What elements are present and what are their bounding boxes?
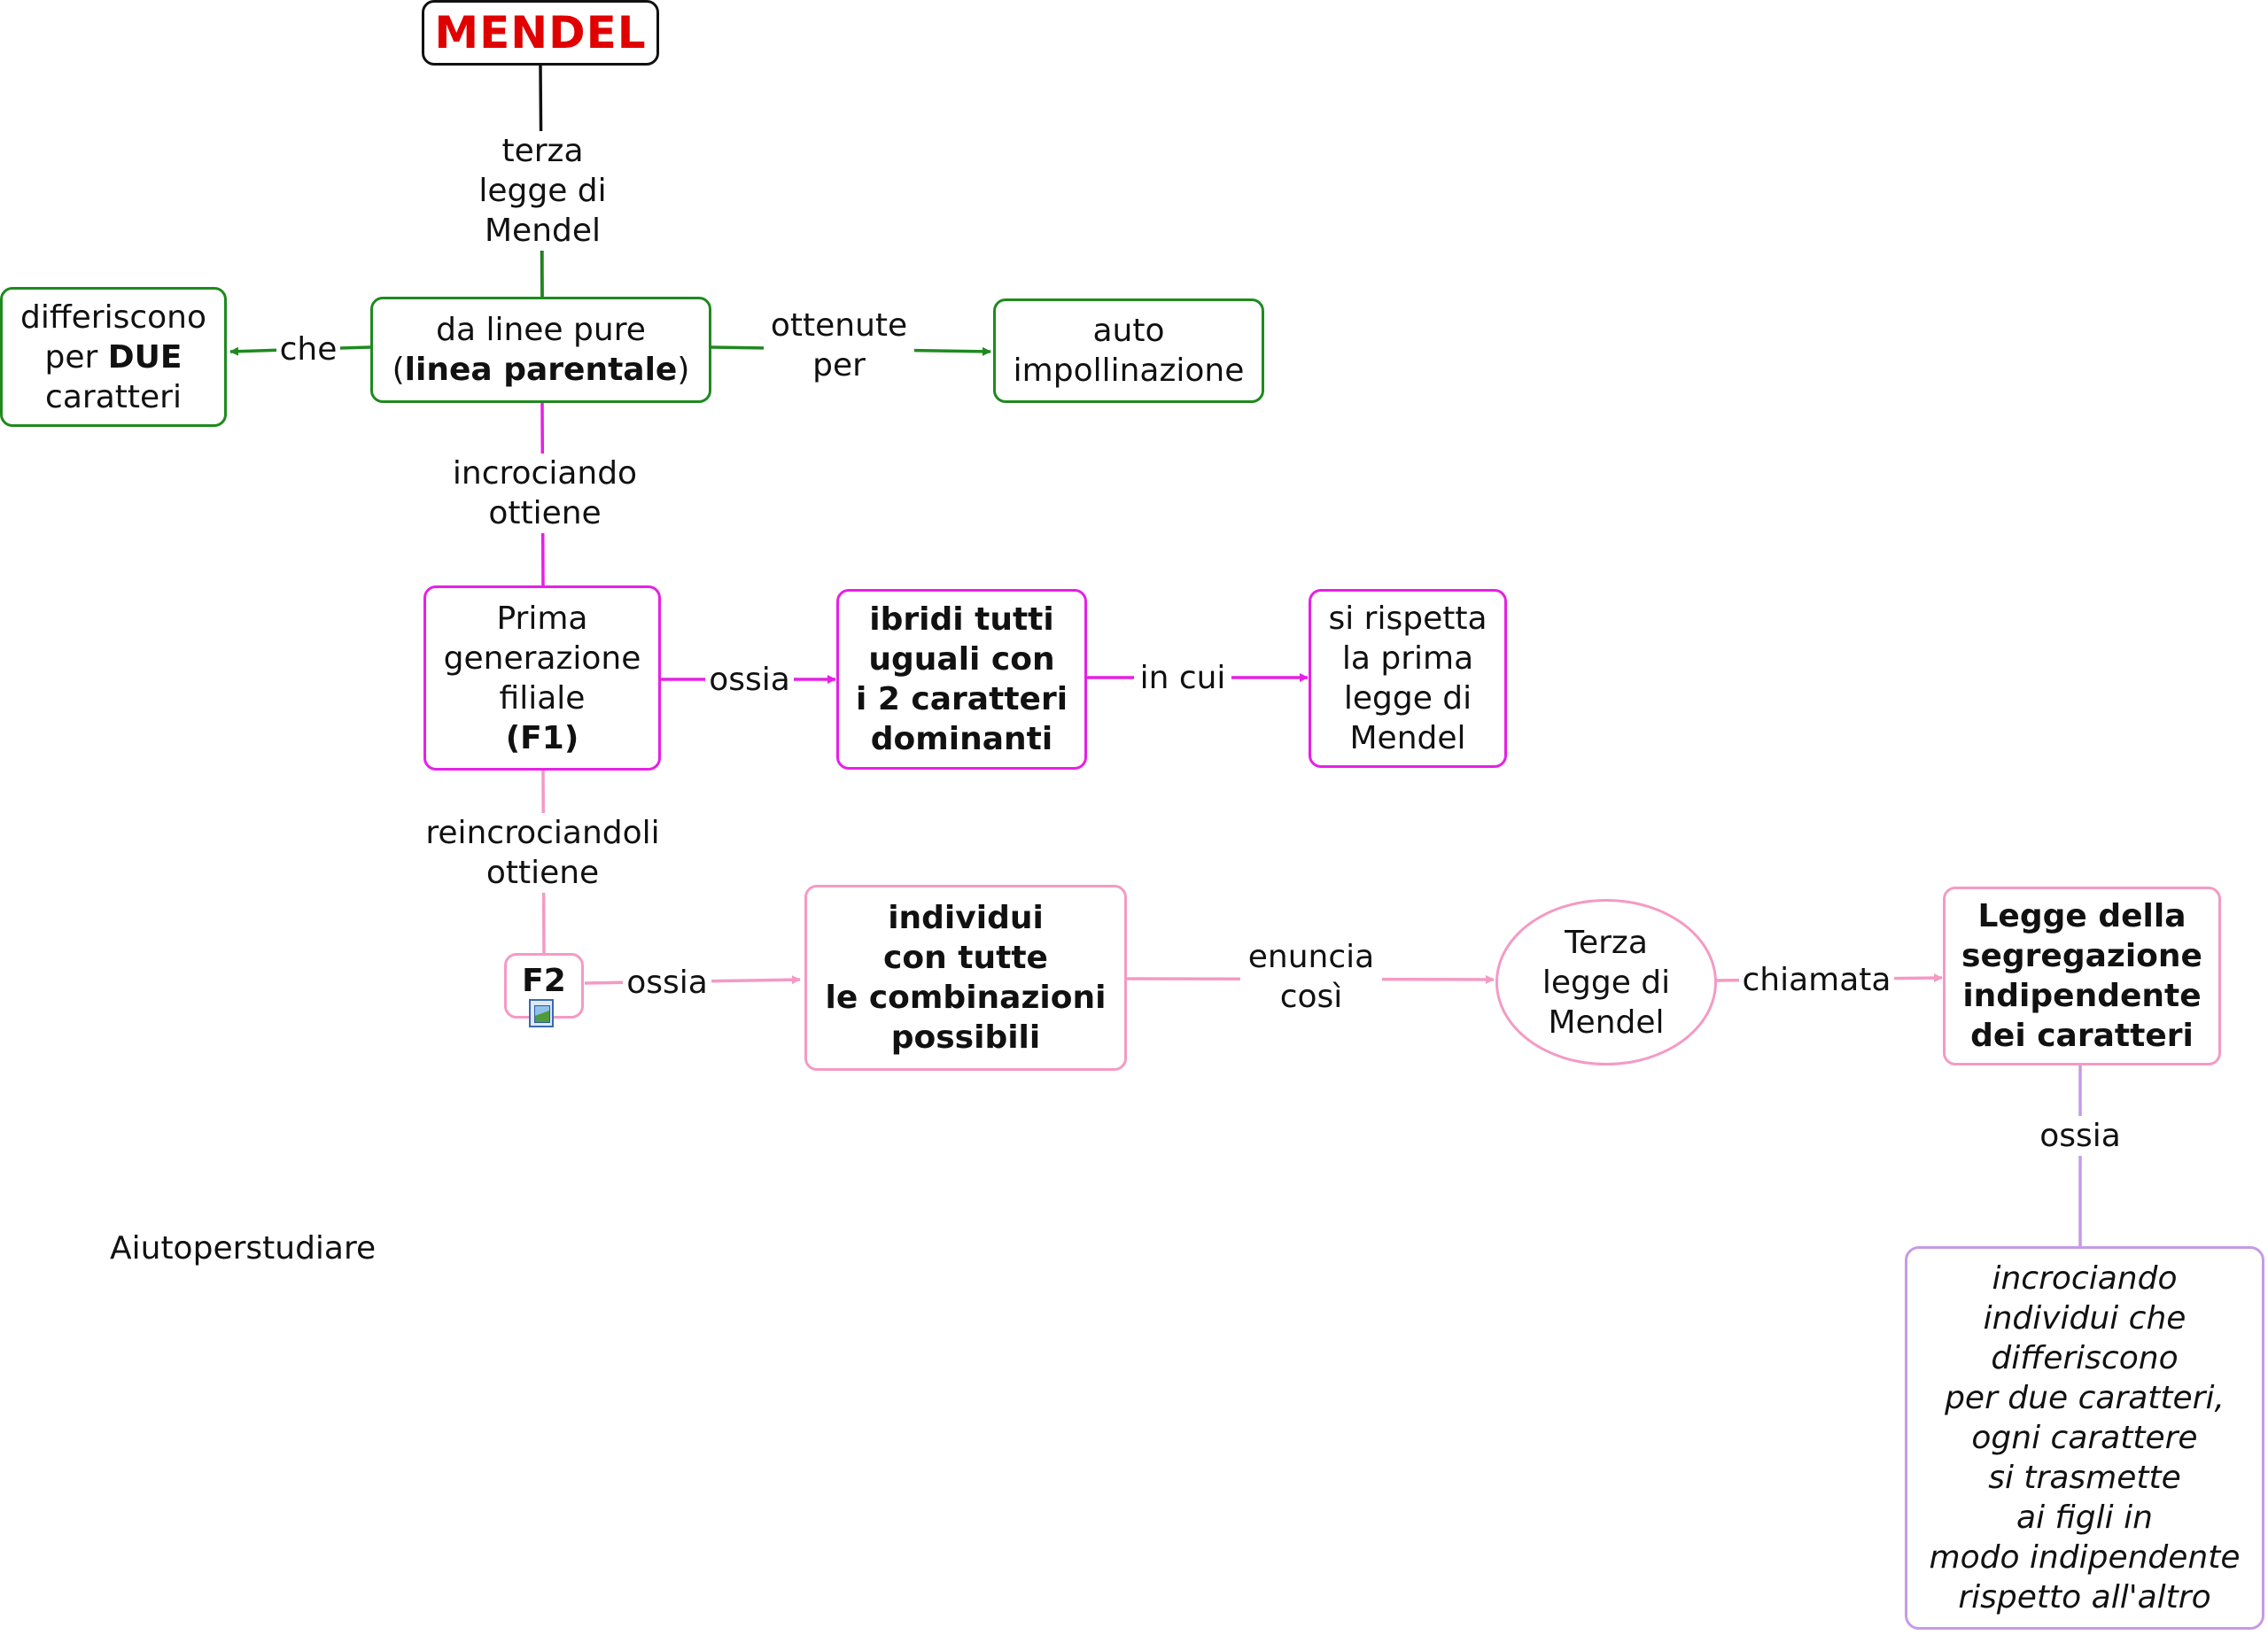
- node-rispetta-line-2: la prima: [1341, 640, 1474, 677]
- watermark-text: Aiutoperstudiare: [110, 1230, 377, 1267]
- node-incrociando-definizione[interactable]: incrociando individui che differiscono p…: [1905, 1246, 2264, 1630]
- link-label-enuncia: enuncia così: [1240, 937, 1382, 1017]
- node-legge-line-1: Legge della: [1977, 898, 2186, 934]
- link-label-enuncia-line-2: così: [1279, 979, 1343, 1015]
- node-ibridi-line-3: i 2 caratteri: [855, 681, 1068, 717]
- node-terza-line-2: legge di: [1542, 964, 1671, 1001]
- node-legge-line-2: segregazione: [1961, 938, 2202, 974]
- node-legge-segregazione[interactable]: Legge della segregazione indipendente de…: [1943, 887, 2221, 1065]
- node-individui-line-4: possibili: [890, 1019, 1041, 1056]
- link-label-terza-line-1: terza: [501, 133, 584, 169]
- node-incr-line-5: ogni carattere: [1971, 1420, 2198, 1456]
- link-label-terza-legge: terza legge di Mendel: [470, 131, 616, 251]
- link-label-enuncia-line-1: enuncia: [1247, 939, 1375, 975]
- node-incr-line-4: per due caratteri,: [1945, 1380, 2225, 1416]
- node-differiscono-line-1: differiscono: [19, 298, 207, 336]
- node-auto-line-2: impollinazione: [1013, 353, 1245, 389]
- link-label-ossia-2: ossia: [623, 963, 711, 1003]
- node-individui[interactable]: individui con tutte le combinazioni poss…: [804, 885, 1127, 1071]
- node-rispetta[interactable]: si rispetta la prima legge di Mendel: [1309, 589, 1507, 768]
- node-f1-line-3: filiale: [499, 679, 586, 717]
- node-incr-line-1: incrociando: [1992, 1260, 2178, 1297]
- link-label-ottenute-line-1: ottenute: [770, 307, 908, 344]
- link-label-ottenute: ottenute per: [764, 306, 914, 385]
- node-ibridi-line-2: uguali con: [868, 641, 1055, 678]
- node-linee-pure-line-1: da linee pure: [436, 312, 646, 348]
- node-mendel[interactable]: MENDEL: [422, 0, 659, 66]
- node-terza-line-1: Terza: [1565, 924, 1648, 961]
- node-incr-line-7: ai figli in: [2016, 1499, 2153, 1536]
- node-linee-pure-line-2: linea parentale: [404, 352, 678, 388]
- node-incr-line-8: modo indipendente: [1929, 1539, 2241, 1576]
- node-individui-line-2: con tutte: [883, 940, 1048, 976]
- node-individui-line-1: individui: [888, 900, 1044, 936]
- node-differiscono-line-3: caratteri: [45, 378, 182, 415]
- node-incr-line-3: differiscono: [1991, 1340, 2179, 1376]
- node-differiscono-line-2b: DUE: [107, 338, 183, 376]
- node-terza-legge[interactable]: Terza legge di Mendel: [1495, 899, 1717, 1065]
- node-incr-line-9: rispetto all'altro: [1958, 1579, 2211, 1616]
- link-label-incrociando-line-2: ottiene: [488, 495, 602, 531]
- link-label-che: che: [276, 329, 340, 369]
- node-f1[interactable]: Prima generazione filiale (F1): [423, 585, 661, 771]
- link-label-ottenute-line-2: per: [812, 347, 866, 384]
- link-label-incrociando-ottiene: incrociando ottiene: [443, 453, 647, 533]
- node-ibridi-line-1: ibridi tutti: [869, 601, 1054, 638]
- node-f1-line-4: (F1): [505, 719, 579, 756]
- node-auto-line-1: auto: [1092, 313, 1165, 349]
- node-incr-line-2: individui che: [1983, 1300, 2186, 1337]
- link-label-terza-line-3: Mendel: [484, 213, 602, 249]
- node-individui-line-3: le combinazioni: [825, 980, 1107, 1016]
- link-label-ossia-3: ossia: [2034, 1116, 2126, 1156]
- link-label-terza-line-2: legge di: [478, 173, 607, 209]
- link-label-reincrociandoli-line-1: reincrociandoli: [425, 815, 660, 851]
- link-label-incrociando-line-1: incrociando: [452, 455, 638, 492]
- node-f1-line-1: Prima: [496, 600, 588, 637]
- node-rispetta-line-4: Mendel: [1349, 720, 1466, 756]
- node-linee-pure[interactable]: da linee pure (linea parentale): [370, 297, 711, 403]
- node-f2-label: F2: [522, 963, 566, 999]
- node-legge-line-3: indipendente: [1962, 978, 2202, 1014]
- node-differiscono-line-2a: per: [44, 338, 108, 376]
- node-f1-line-2: generazione: [443, 639, 641, 677]
- node-incr-line-6: si trasmette: [1988, 1460, 2181, 1496]
- link-label-chiamata: chiamata: [1739, 960, 1894, 1000]
- link-label-reincrociandoli-line-2: ottiene: [485, 855, 600, 891]
- node-ibridi-line-4: dominanti: [870, 721, 1053, 757]
- node-mendel-label: MENDEL: [434, 6, 647, 58]
- node-legge-line-4: dei caratteri: [1970, 1018, 2194, 1054]
- node-terza-line-3: Mendel: [1548, 1003, 1665, 1041]
- node-rispetta-line-3: legge di: [1343, 680, 1472, 717]
- link-label-in-cui: in cui: [1134, 658, 1231, 698]
- node-linee-pure-paren-open: (: [392, 352, 405, 388]
- node-ibridi[interactable]: ibridi tutti uguali con i 2 caratteri do…: [836, 589, 1087, 770]
- image-attachment-icon[interactable]: [529, 999, 554, 1027]
- link-label-reincrociandoli: reincrociandoli ottiene: [416, 813, 669, 893]
- node-rispetta-line-1: si rispetta: [1328, 601, 1487, 637]
- node-auto[interactable]: auto impollinazione: [993, 298, 1264, 403]
- node-linee-pure-paren-close: ): [677, 352, 690, 388]
- link-label-ossia-1: ossia: [705, 660, 794, 700]
- node-differiscono[interactable]: differiscono per DUE caratteri: [0, 287, 227, 427]
